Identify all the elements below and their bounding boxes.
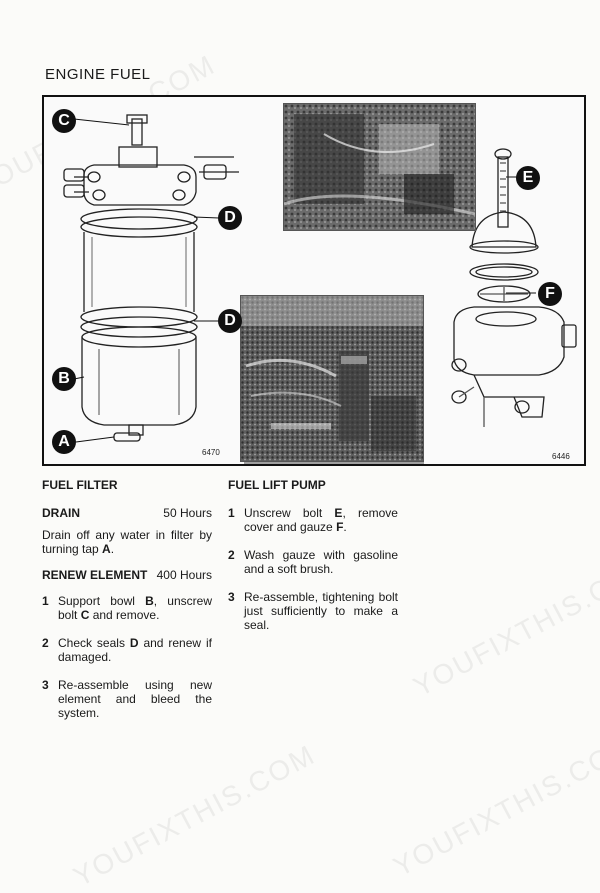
filter-step: 1 Support bowl B, unscrew bolt C and rem… — [42, 594, 212, 622]
pump-step: 2 Wash gauze with gasoline and a soft br… — [228, 548, 398, 576]
step-number: 3 — [228, 590, 235, 604]
callout-a: A — [52, 430, 76, 454]
figure-number-right: 6446 — [552, 452, 570, 461]
fuel-lift-pump-section: FUEL LIFT PUMP 1 Unscrew bolt E, remove … — [228, 478, 398, 646]
renew-header: RENEW ELEMENT 400 Hours — [42, 568, 212, 582]
page-title: ENGINE FUEL — [45, 66, 151, 83]
filter-step: 2 Check seals D and renew if damaged. — [42, 636, 212, 664]
engine-photo-filter — [240, 295, 424, 462]
callout-c: C — [52, 109, 76, 133]
filter-step: 3 Re-assemble using new element and blee… — [42, 678, 212, 720]
step-number: 2 — [228, 548, 235, 562]
step-text: Re-assemble using new element and bleed … — [58, 678, 212, 720]
step-text: Re-assemble, tightening bolt just suffic… — [244, 590, 398, 632]
renew-interval: 400 Hours — [156, 568, 212, 582]
step-number: 2 — [42, 636, 49, 650]
callout-f: F — [538, 282, 562, 306]
drain-header: DRAIN 50 Hours — [42, 506, 212, 520]
watermark: YOUFIXTHIS.COM — [408, 548, 600, 703]
drain-label: DRAIN — [42, 506, 80, 520]
pump-step: 3 Re-assemble, tightening bolt just suff… — [228, 590, 398, 632]
drain-text: Drain off any water in filter by turning… — [42, 528, 212, 556]
step-text: Unscrew bolt E, remove cover and gauze F… — [244, 506, 398, 534]
drain-interval: 50 Hours — [163, 506, 212, 520]
step-number: 1 — [228, 506, 235, 520]
drain-text-bold: A — [102, 542, 111, 556]
callout-d-lower: D — [218, 309, 242, 333]
fuel-lift-pump-heading: FUEL LIFT PUMP — [228, 478, 326, 492]
callout-b: B — [52, 367, 76, 391]
watermark: YOUFIXTHIS.COM — [388, 728, 600, 883]
callout-e: E — [516, 166, 540, 190]
step-text: Check seals D and renew if damaged. — [58, 636, 212, 664]
illustration-panel: C D D B A E F 6470 6446 — [42, 95, 586, 466]
engine-photo-top — [283, 103, 476, 231]
pump-step: 1 Unscrew bolt E, remove cover and gauze… — [228, 506, 398, 534]
drain-instructions: Drain off any water in filter by turning… — [42, 528, 212, 556]
fuel-filter-section: FUEL FILTER DRAIN 50 Hours Drain off any… — [42, 478, 212, 734]
fuel-filter-heading: FUEL FILTER — [42, 478, 118, 492]
renew-label: RENEW ELEMENT — [42, 568, 148, 582]
step-number: 3 — [42, 678, 49, 692]
drain-text-end: . — [110, 542, 115, 556]
callout-d-upper: D — [218, 206, 242, 230]
step-text: Support bowl B, unscrew bolt C and remov… — [58, 594, 212, 622]
figure-number-left: 6470 — [202, 448, 220, 457]
watermark: YOUFIXTHIS.COM — [68, 738, 321, 893]
step-number: 1 — [42, 594, 49, 608]
step-text: Wash gauze with gasoline and a soft brus… — [244, 548, 398, 576]
fuel-filter-drawing — [63, 114, 577, 464]
